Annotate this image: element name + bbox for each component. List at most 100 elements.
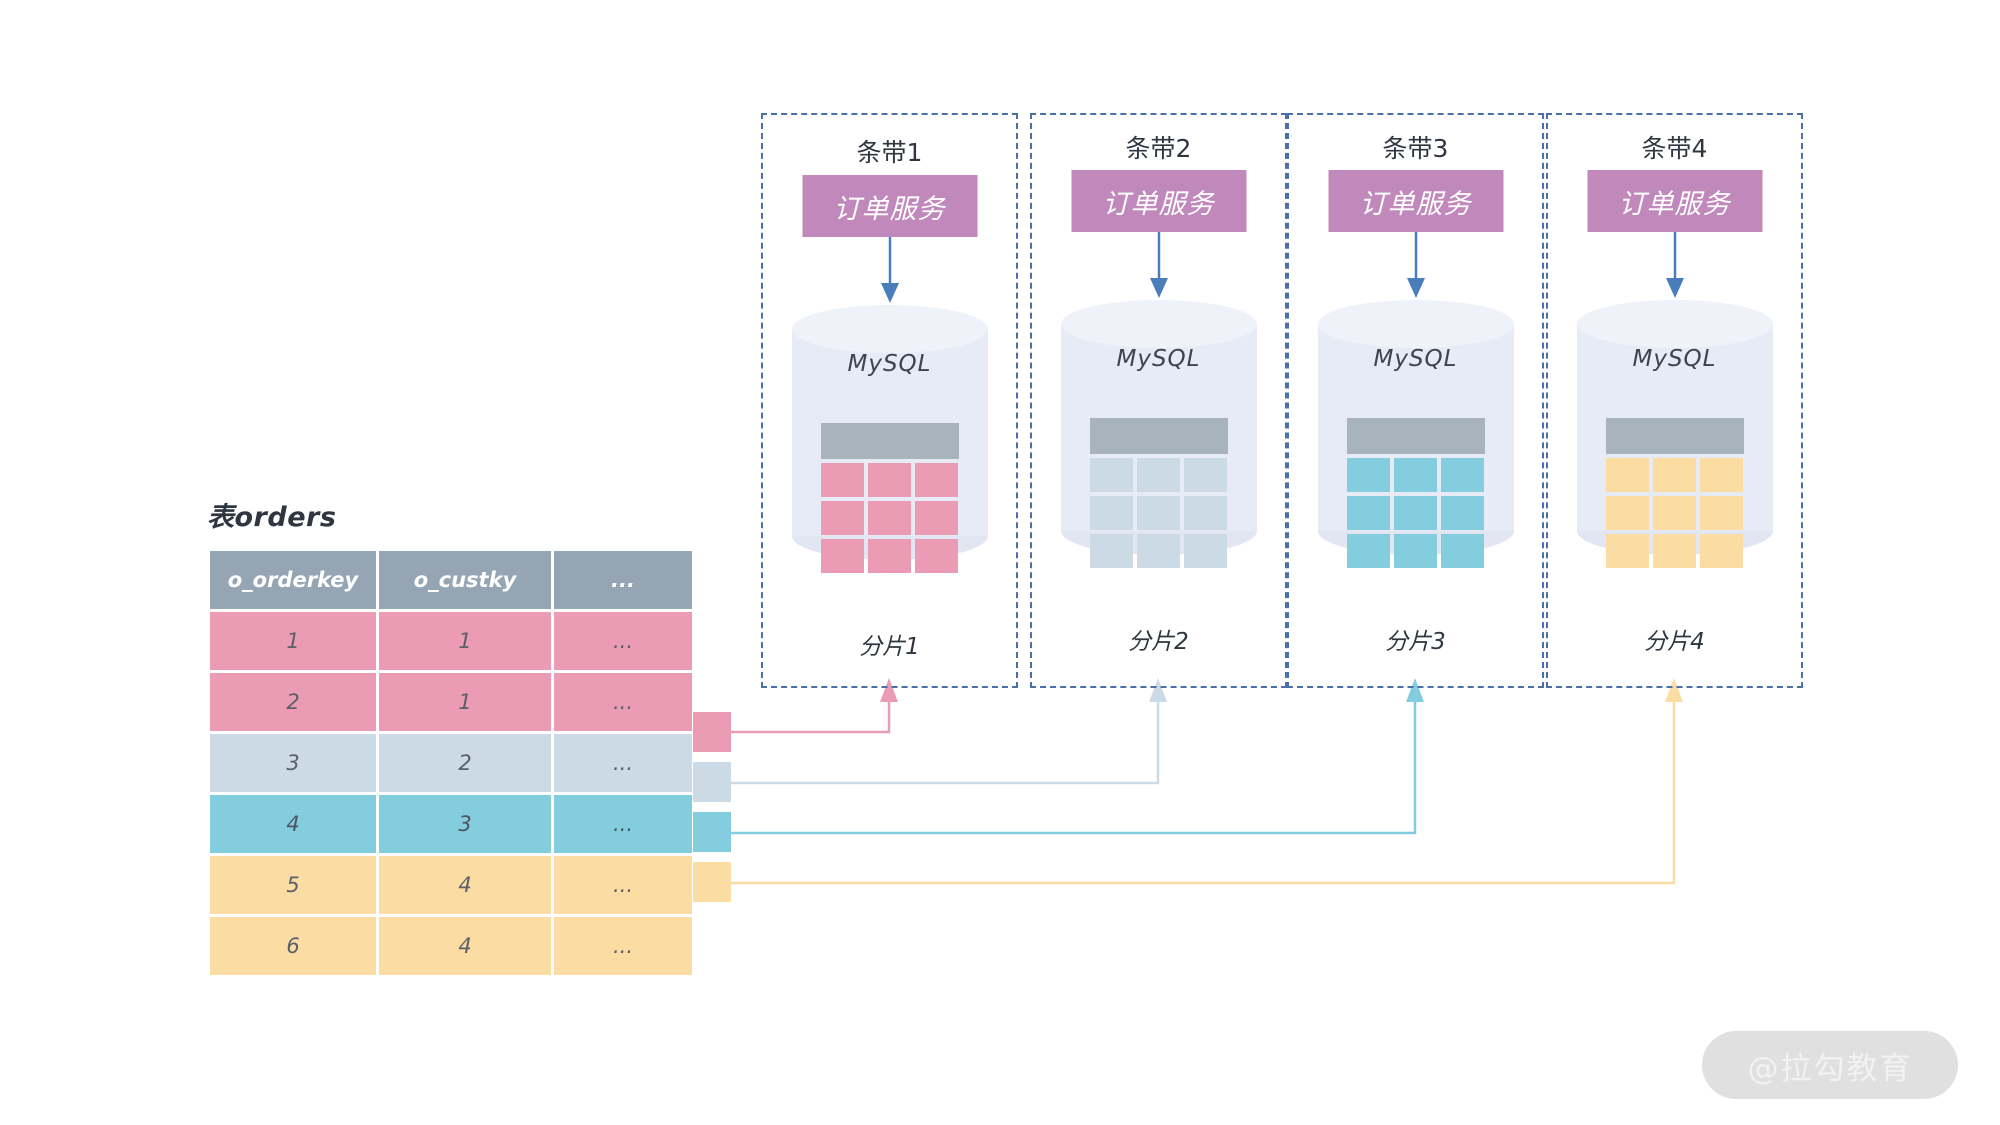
mini-cell	[820, 501, 864, 535]
shard-column-1[interactable]: 条带1 订单服务 MySQL	[761, 113, 1018, 688]
mini-cell	[820, 463, 864, 497]
cell-custky: 1	[379, 673, 551, 731]
cylinder-top	[1317, 300, 1514, 348]
table-row: 6 4 ...	[210, 917, 692, 975]
service-to-db-arrow-1	[880, 237, 899, 303]
mini-cell	[915, 501, 959, 535]
mini-table-row	[1089, 458, 1228, 492]
mini-cell	[1605, 458, 1649, 492]
table-row: 5 4 ...	[210, 856, 692, 914]
mysql-cylinder-4: MySQL	[1576, 300, 1773, 568]
cell-rest: ...	[554, 673, 692, 731]
cell-custky: 4	[379, 856, 551, 914]
mini-cell	[867, 463, 912, 497]
mini-cell	[1393, 496, 1438, 530]
table-row: 1 1 ...	[210, 612, 692, 670]
shard-column-2[interactable]: 条带2 订单服务 MySQL	[1030, 113, 1287, 688]
mini-table-row	[1089, 496, 1228, 530]
legend-swatch-shard-4	[693, 862, 731, 902]
mini-cell	[1136, 534, 1181, 568]
mini-table-row	[1605, 534, 1744, 568]
mini-table-row	[820, 463, 959, 497]
mini-cell	[1605, 496, 1649, 530]
shard-column-4[interactable]: 条带4 订单服务 MySQL	[1546, 113, 1803, 688]
mini-table-header	[1089, 418, 1228, 454]
service-to-db-arrow-3	[1406, 232, 1425, 298]
mini-table-row	[820, 539, 959, 573]
mini-table-header	[1346, 418, 1485, 454]
cell-orderkey: 4	[210, 795, 376, 853]
cell-orderkey: 1	[210, 612, 376, 670]
cell-custky: 4	[379, 917, 551, 975]
order-service-box-4[interactable]: 订单服务	[1587, 170, 1762, 232]
mini-cell	[1346, 534, 1390, 568]
cell-rest: ...	[554, 856, 692, 914]
mini-cell	[915, 463, 959, 497]
order-service-box-1[interactable]: 订单服务	[802, 175, 977, 237]
mini-cell	[1652, 458, 1697, 492]
mini-cell	[1700, 458, 1744, 492]
mini-cell	[1089, 496, 1133, 530]
mini-cell	[1346, 458, 1390, 492]
mini-cell	[1184, 496, 1228, 530]
mini-table-row	[1346, 496, 1485, 530]
cylinder-top	[1576, 300, 1773, 348]
shard-mini-table-2	[1089, 418, 1228, 568]
mini-cell	[1136, 458, 1181, 492]
stripe-label-4: 条带4	[1641, 134, 1708, 163]
stripe-label-2: 条带2	[1125, 134, 1192, 163]
mini-cell	[1652, 496, 1697, 530]
cell-custky: 2	[379, 734, 551, 792]
mysql-cylinder-3: MySQL	[1317, 300, 1514, 568]
mini-cell	[1652, 534, 1697, 568]
mini-cell	[1089, 534, 1133, 568]
table-row: 4 3 ...	[210, 795, 692, 853]
order-service-box-3[interactable]: 订单服务	[1328, 170, 1503, 232]
order-service-box-2[interactable]: 订单服务	[1071, 170, 1246, 232]
mini-cell	[1136, 496, 1181, 530]
mini-table-row	[820, 501, 959, 535]
mini-table-header	[1605, 418, 1744, 454]
mini-cell	[1184, 534, 1228, 568]
mini-cell	[1346, 496, 1390, 530]
mini-cell	[1089, 458, 1133, 492]
cell-orderkey: 6	[210, 917, 376, 975]
shard-mini-table-3	[1346, 418, 1485, 568]
shard-label-4: 分片4	[1644, 629, 1705, 655]
shard-label-1: 分片1	[859, 634, 920, 660]
shard-column-3[interactable]: 条带3 订单服务 MySQL	[1287, 113, 1544, 688]
column-header-o-custky: o_custky	[379, 551, 551, 609]
mini-cell	[867, 539, 912, 573]
cylinder-top	[791, 305, 988, 353]
mini-table-row	[1346, 534, 1485, 568]
column-header-ellipsis: ...	[554, 551, 692, 609]
mini-table-row	[1605, 458, 1744, 492]
cell-rest: ...	[554, 734, 692, 792]
source-orders-table: o_orderkey o_custky ... 1 1 ... 2 1 ... …	[207, 548, 695, 978]
mysql-cylinder-1: MySQL	[791, 305, 988, 573]
cell-rest: ...	[554, 917, 692, 975]
source-table-title: 表orders	[207, 502, 337, 533]
cell-custky: 3	[379, 795, 551, 853]
shard-mini-table-1	[820, 423, 959, 573]
mini-cell	[1700, 534, 1744, 568]
table-row: 3 2 ...	[210, 734, 692, 792]
db-name-label-3: MySQL	[1373, 346, 1458, 372]
mini-cell	[820, 539, 864, 573]
mini-cell	[1605, 534, 1649, 568]
cylinder-top	[1060, 300, 1257, 348]
db-name-label-2: MySQL	[1116, 346, 1201, 372]
mini-table-row	[1089, 534, 1228, 568]
shard-label-3: 分片3	[1385, 629, 1446, 655]
legend-swatch-shard-2	[693, 762, 731, 802]
mini-cell	[1184, 458, 1228, 492]
column-header-o-orderkey: o_orderkey	[210, 551, 376, 609]
mini-cell	[1441, 458, 1485, 492]
mini-cell	[1393, 534, 1438, 568]
db-name-label-1: MySQL	[847, 351, 932, 377]
service-to-db-arrow-4	[1665, 232, 1684, 298]
cell-orderkey: 3	[210, 734, 376, 792]
table-row: 2 1 ...	[210, 673, 692, 731]
service-to-db-arrow-2	[1149, 232, 1168, 298]
